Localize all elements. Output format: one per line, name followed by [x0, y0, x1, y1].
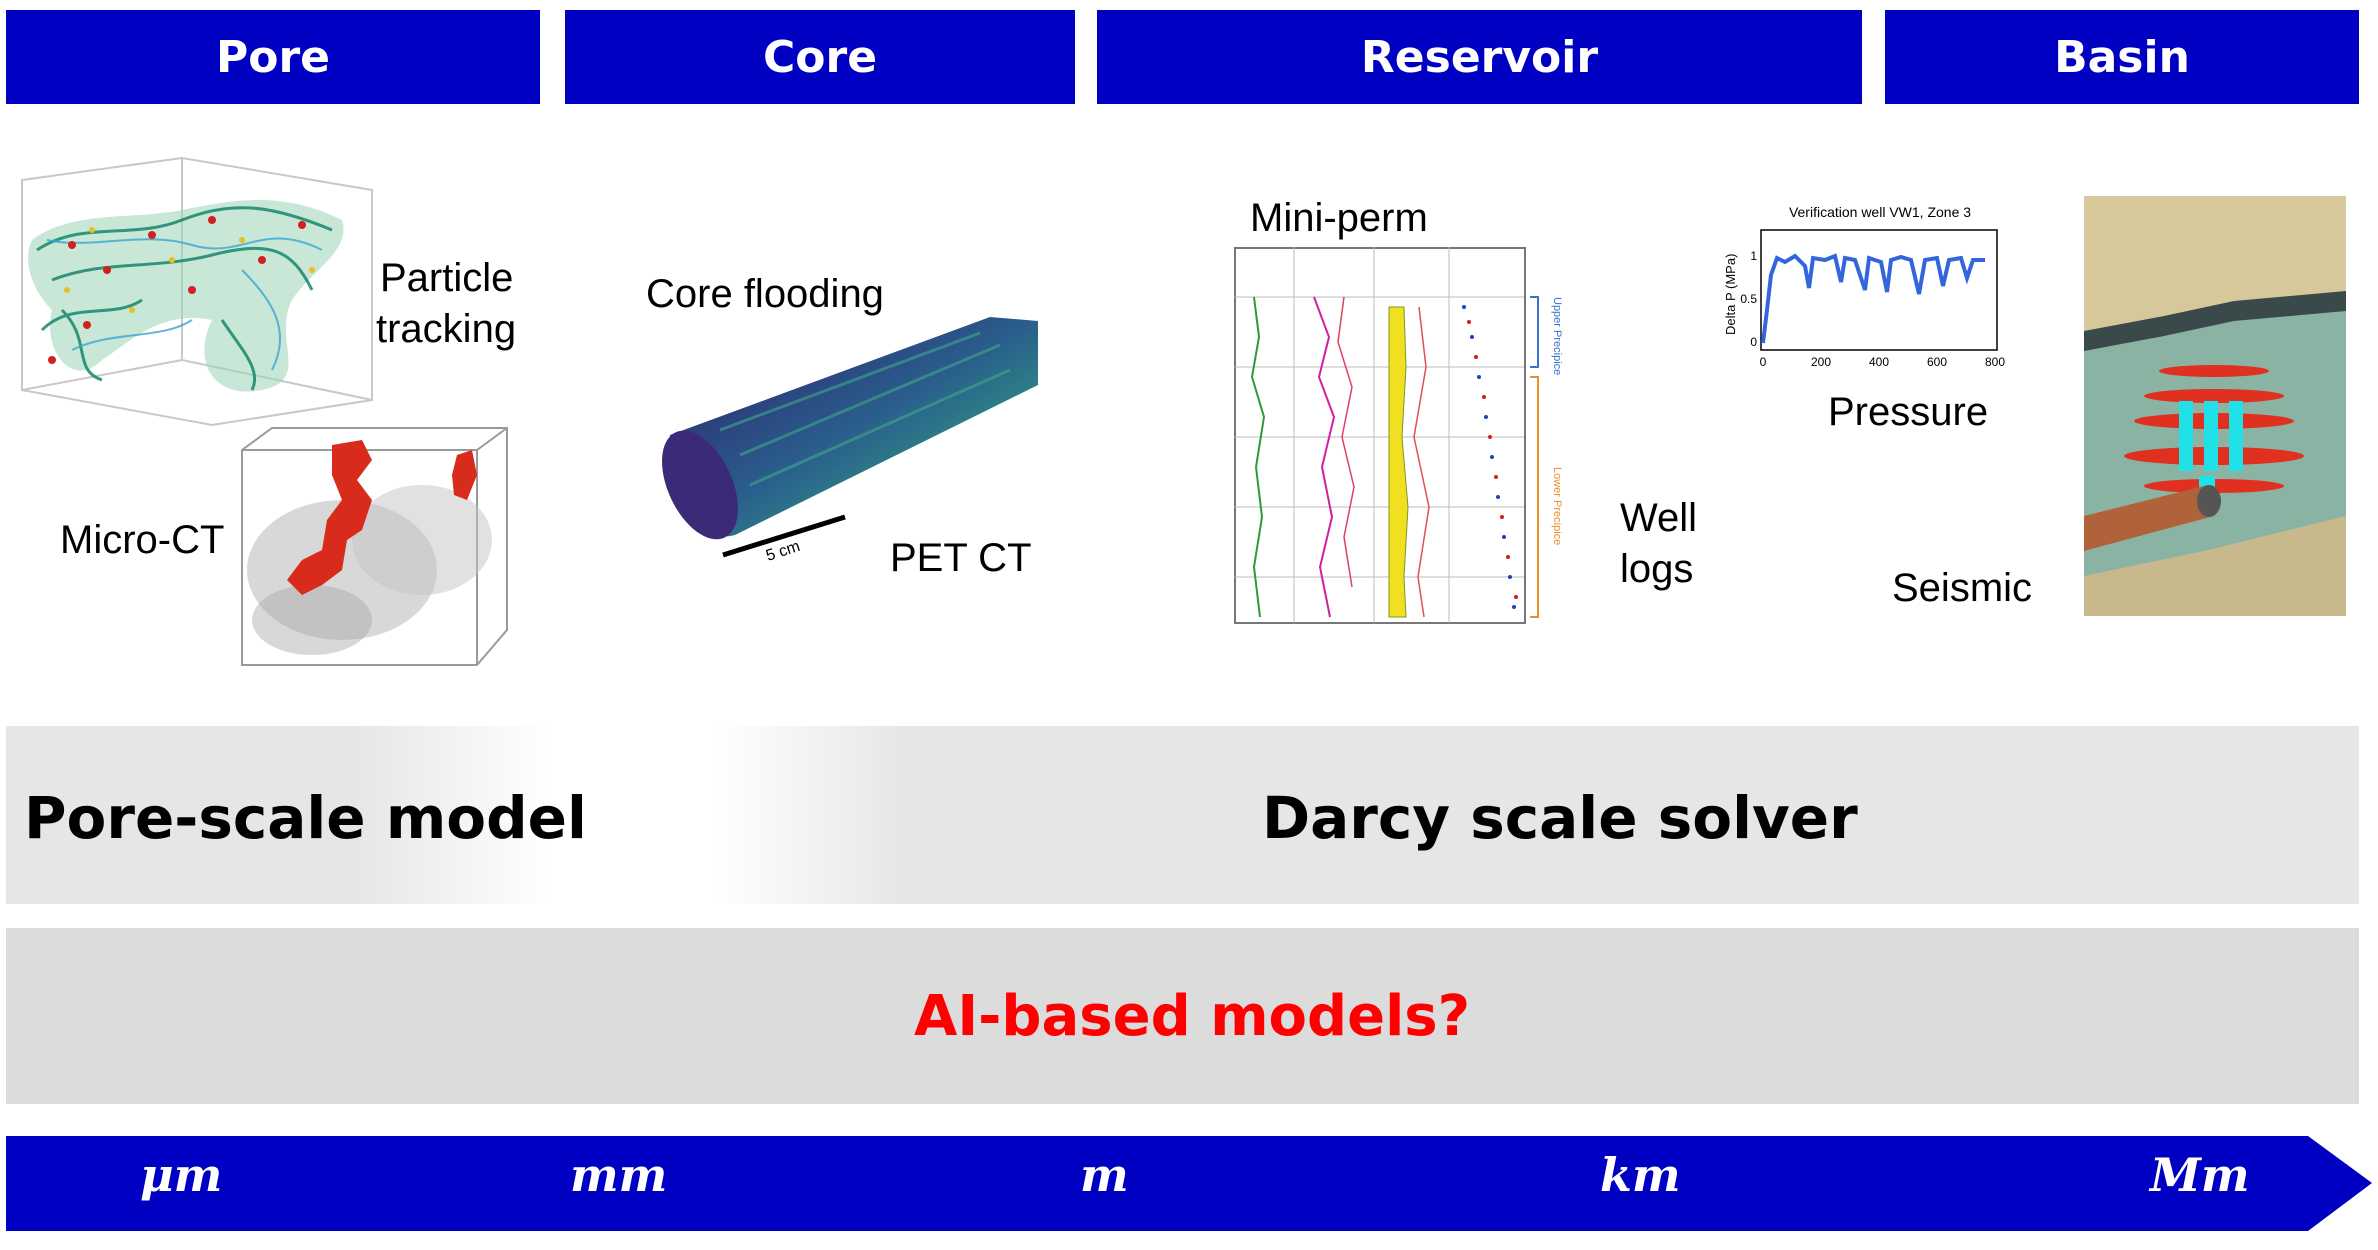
pore-scale-model-label: Pore-scale model	[24, 784, 587, 852]
micro-ct-image	[241, 427, 508, 666]
core-flooding-image: 5 cm	[662, 317, 1038, 565]
darcy-scale-solver-label: Darcy scale solver	[1262, 784, 1858, 852]
ytick-0.5: 0.5	[1740, 292, 1757, 306]
model-scale-band	[6, 726, 2359, 904]
pressure-chart-ylabel: Delta P (MPa)	[1723, 254, 1738, 335]
particle-tracking-label-1: Particle	[380, 256, 514, 300]
ai-models-band	[6, 928, 2359, 1104]
header-pore: Pore	[6, 10, 540, 104]
particle-tracking-image	[21, 156, 373, 427]
lower-precipice-label: Lower Precipice	[1551, 467, 1563, 545]
core-flooding-label: Core flooding	[646, 272, 884, 316]
ytick-0: 0	[1750, 335, 1757, 349]
unit-micrometer: μm	[140, 1148, 223, 1202]
seismic-label: Seismic	[1892, 566, 2033, 610]
seismic-image	[2084, 196, 2346, 616]
pressure-chart: Verification well VW1, Zone 3 Delta P (M…	[1723, 204, 2005, 369]
header-core: Core	[565, 10, 1075, 104]
xtick-200: 200	[1811, 355, 1831, 369]
unit-megameter: Mm	[2150, 1148, 2250, 1202]
xtick-600: 600	[1927, 355, 1947, 369]
ai-models-label: AI-based models?	[914, 984, 1471, 1049]
particle-tracking-label-2: tracking	[376, 307, 517, 351]
scale-arrow	[6, 1136, 2372, 1231]
mini-perm-label: Mini-perm	[1250, 196, 1428, 240]
unit-meter: m	[1080, 1148, 1129, 1202]
unit-kilometer: km	[1600, 1148, 1681, 1202]
upper-precipice-label: Upper Precipice	[1551, 297, 1563, 375]
xtick-400: 400	[1869, 355, 1889, 369]
well-logs-image: Upper Precipice Lower Precipice	[1234, 247, 1563, 624]
unit-millimeter: mm	[570, 1148, 668, 1202]
header-basin: Basin	[1885, 10, 2359, 104]
pet-ct-label: PET CT	[890, 536, 1032, 580]
micro-ct-label: Micro-CT	[60, 518, 225, 562]
ytick-1: 1	[1750, 249, 1757, 263]
well-logs-label-2: logs	[1620, 547, 1694, 591]
pressure-label: Pressure	[1828, 390, 1989, 434]
well-logs-label-1: Well	[1620, 496, 1698, 540]
xtick-0: 0	[1760, 355, 1767, 369]
header-reservoir: Reservoir	[1097, 10, 1862, 104]
xtick-800: 800	[1985, 355, 2005, 369]
pressure-chart-title: Verification well VW1, Zone 3	[1789, 204, 1971, 220]
